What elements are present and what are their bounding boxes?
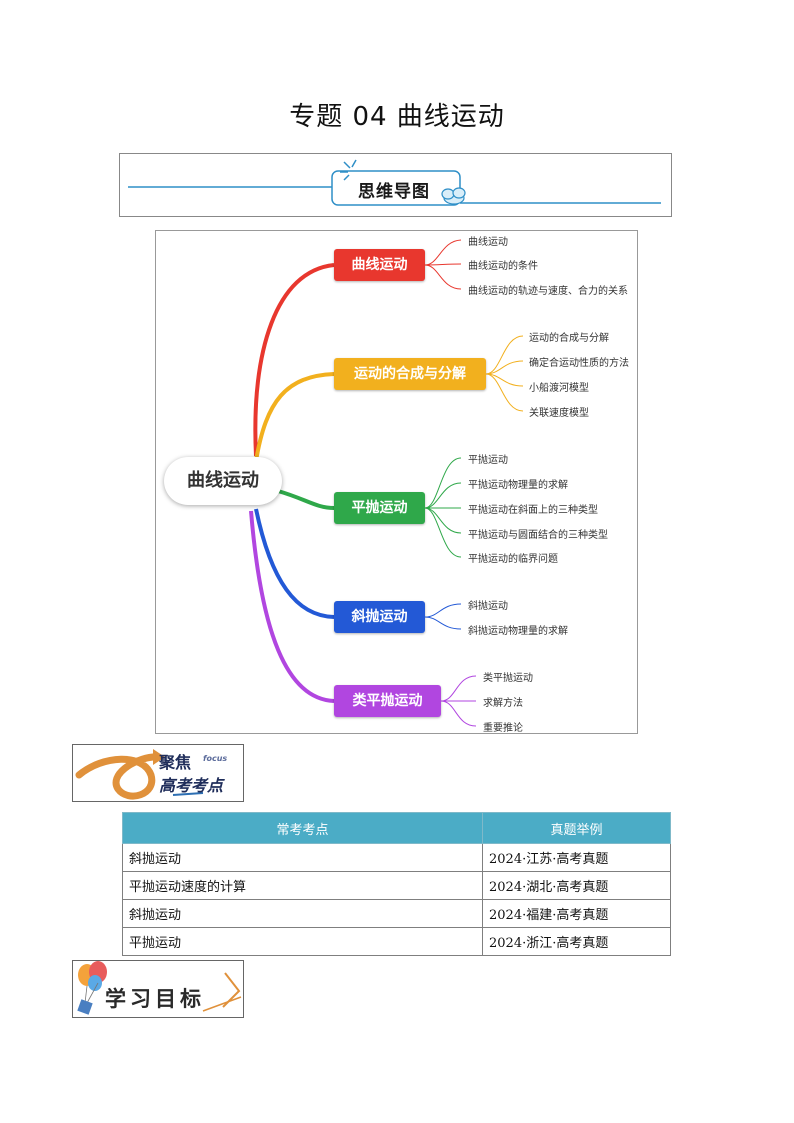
mind-map-connectors	[249, 239, 524, 727]
mind-map-leaf: 平抛运动的临界问题	[468, 554, 558, 565]
table-cell: 斜抛运动	[122, 843, 483, 872]
branch-node-projectile: 平抛运动	[334, 492, 425, 524]
cloud-icon	[441, 187, 466, 205]
mind-map-leaf: 曲线运动的轨迹与速度、合力的关系	[468, 286, 628, 297]
table-cell: 斜抛运动	[122, 899, 483, 928]
balloons-icon	[77, 961, 242, 1015]
mind-map-leaf: 类平抛运动	[483, 673, 533, 684]
focus-exam-points-badge: 聚焦 focus 高考考点	[72, 744, 244, 802]
mind-map-leaf: 平抛运动	[468, 455, 508, 466]
table-cell: 2024·江苏·高考真题	[482, 843, 671, 872]
swirl-arrow-icon	[75, 749, 204, 800]
exam-points-table: 常考考点 真题举例 斜抛运动 2024·江苏·高考真题 平抛运动速度的计算 20…	[122, 812, 671, 956]
focus-subtitle: 高考考点	[159, 776, 224, 795]
mind-map: 曲线运动 曲线运动 运动的合成与分解 平抛运动 斜抛运动 类平抛运动 曲线运动 …	[155, 230, 638, 734]
focus-word: focus	[203, 754, 228, 763]
table-row: 斜抛运动 2024·福建·高考真题	[122, 899, 671, 928]
table-row: 平抛运动 2024·浙江·高考真题	[122, 927, 671, 956]
mind-map-leaf: 斜抛运动	[468, 601, 508, 612]
table-header-cell: 常考考点	[122, 812, 483, 844]
mind-map-leaf: 确定合运动性质的方法	[529, 358, 629, 369]
table-header-row: 常考考点 真题举例	[122, 812, 671, 844]
branch-node-curve-motion: 曲线运动	[334, 249, 425, 281]
table-cell: 2024·浙江·高考真题	[482, 927, 671, 956]
mind-map-leaf: 平抛运动在斜面上的三种类型	[468, 505, 598, 516]
mind-map-leaf: 重要推论	[483, 723, 523, 734]
sparkle-icon	[340, 159, 357, 181]
mind-map-leaf: 运动的合成与分解	[529, 333, 609, 344]
mind-map-leaf: 曲线运动的条件	[468, 261, 538, 272]
focus-title: 聚焦	[159, 753, 192, 772]
learning-goals-badge: 学习目标	[72, 960, 244, 1018]
mindmap-banner: 思维导图	[119, 153, 672, 217]
mind-map-root: 曲线运动	[164, 457, 282, 505]
mind-map-leaf: 平抛运动物理量的求解	[468, 480, 568, 491]
table-cell: 2024·湖北·高考真题	[482, 871, 671, 900]
table-cell: 平抛运动速度的计算	[122, 871, 483, 900]
table-cell: 平抛运动	[122, 927, 483, 956]
branch-node-quasi-projectile: 类平抛运动	[334, 685, 441, 717]
mind-map-leaf: 斜抛运动物理量的求解	[468, 626, 568, 637]
table-header-cell: 真题举例	[482, 812, 671, 844]
branch-node-oblique: 斜抛运动	[334, 601, 425, 633]
mind-map-leaf: 曲线运动	[468, 237, 508, 248]
banner-label: 思维导图	[358, 182, 430, 202]
mind-map-leaf: 平抛运动与圆面结合的三种类型	[468, 530, 608, 541]
table-row: 平抛运动速度的计算 2024·湖北·高考真题	[122, 871, 671, 900]
branch-node-composition: 运动的合成与分解	[334, 358, 486, 390]
mind-map-leaf: 求解方法	[483, 698, 523, 709]
table-cell: 2024·福建·高考真题	[482, 899, 671, 928]
mind-map-leaf: 小船渡河模型	[529, 383, 589, 394]
mind-map-leaf: 关联速度模型	[529, 408, 589, 419]
page-title: 专题 04 曲线运动	[289, 102, 505, 132]
table-row: 斜抛运动 2024·江苏·高考真题	[122, 843, 671, 872]
learning-goals-label: 学习目标	[105, 987, 205, 1011]
banner-decoration	[128, 159, 661, 206]
